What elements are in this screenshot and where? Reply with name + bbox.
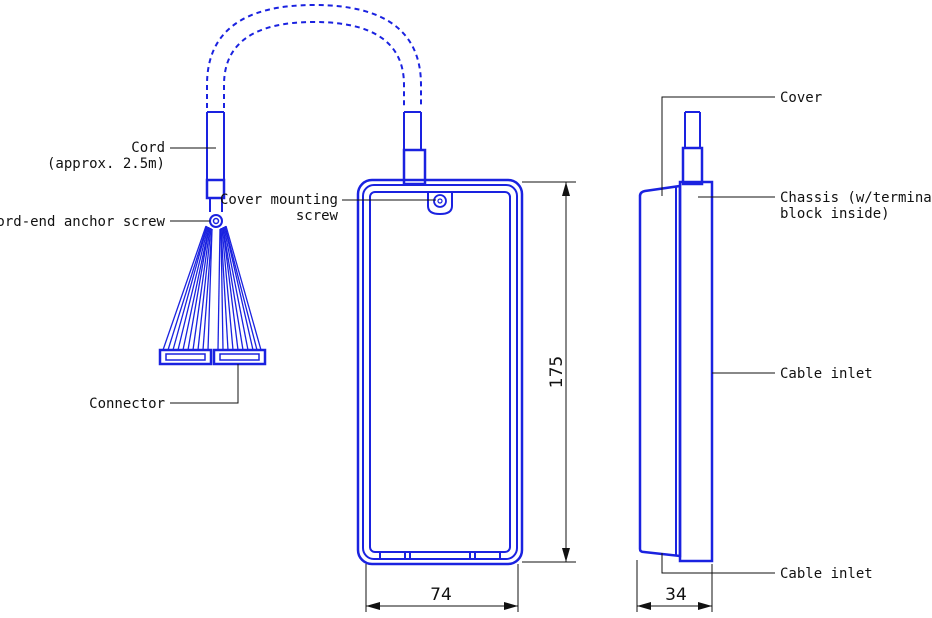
label-connector: Connector [89, 396, 165, 412]
dimension-depth [636, 560, 713, 612]
label-cord-anchor: Cord-end anchor screw [0, 214, 166, 230]
label-cable-inlet-bottom: Cable inlet [780, 566, 873, 582]
leader-lines [170, 96, 775, 574]
dimension-height [522, 181, 576, 563]
label-cover: Cover [780, 90, 822, 106]
connector-left [158, 348, 213, 366]
label-cord-length: (approx. 2.5m) [47, 156, 165, 172]
cord [206, 3, 427, 186]
anchor-screw-icon [209, 214, 223, 228]
front-view [356, 178, 524, 566]
cord-end-assembly [158, 178, 267, 366]
label-cover-mounting-2: screw [296, 208, 339, 224]
label-cover-mounting-1: Cover mounting [220, 192, 338, 208]
label-cord: Cord [131, 140, 165, 156]
dimension-depth-label: 34 [665, 585, 687, 605]
cover-screw-icon [433, 194, 447, 208]
side-view [638, 111, 714, 563]
connector-right [212, 348, 267, 366]
label-chassis-1: Chassis (w/terminal [780, 190, 932, 206]
dimension-height-label: 175 [547, 356, 567, 388]
dimension-width-label: 74 [430, 585, 452, 605]
label-chassis-2: block inside) [780, 206, 890, 222]
dimension-width [365, 564, 519, 612]
label-cable-inlet-side: Cable inlet [780, 366, 873, 382]
